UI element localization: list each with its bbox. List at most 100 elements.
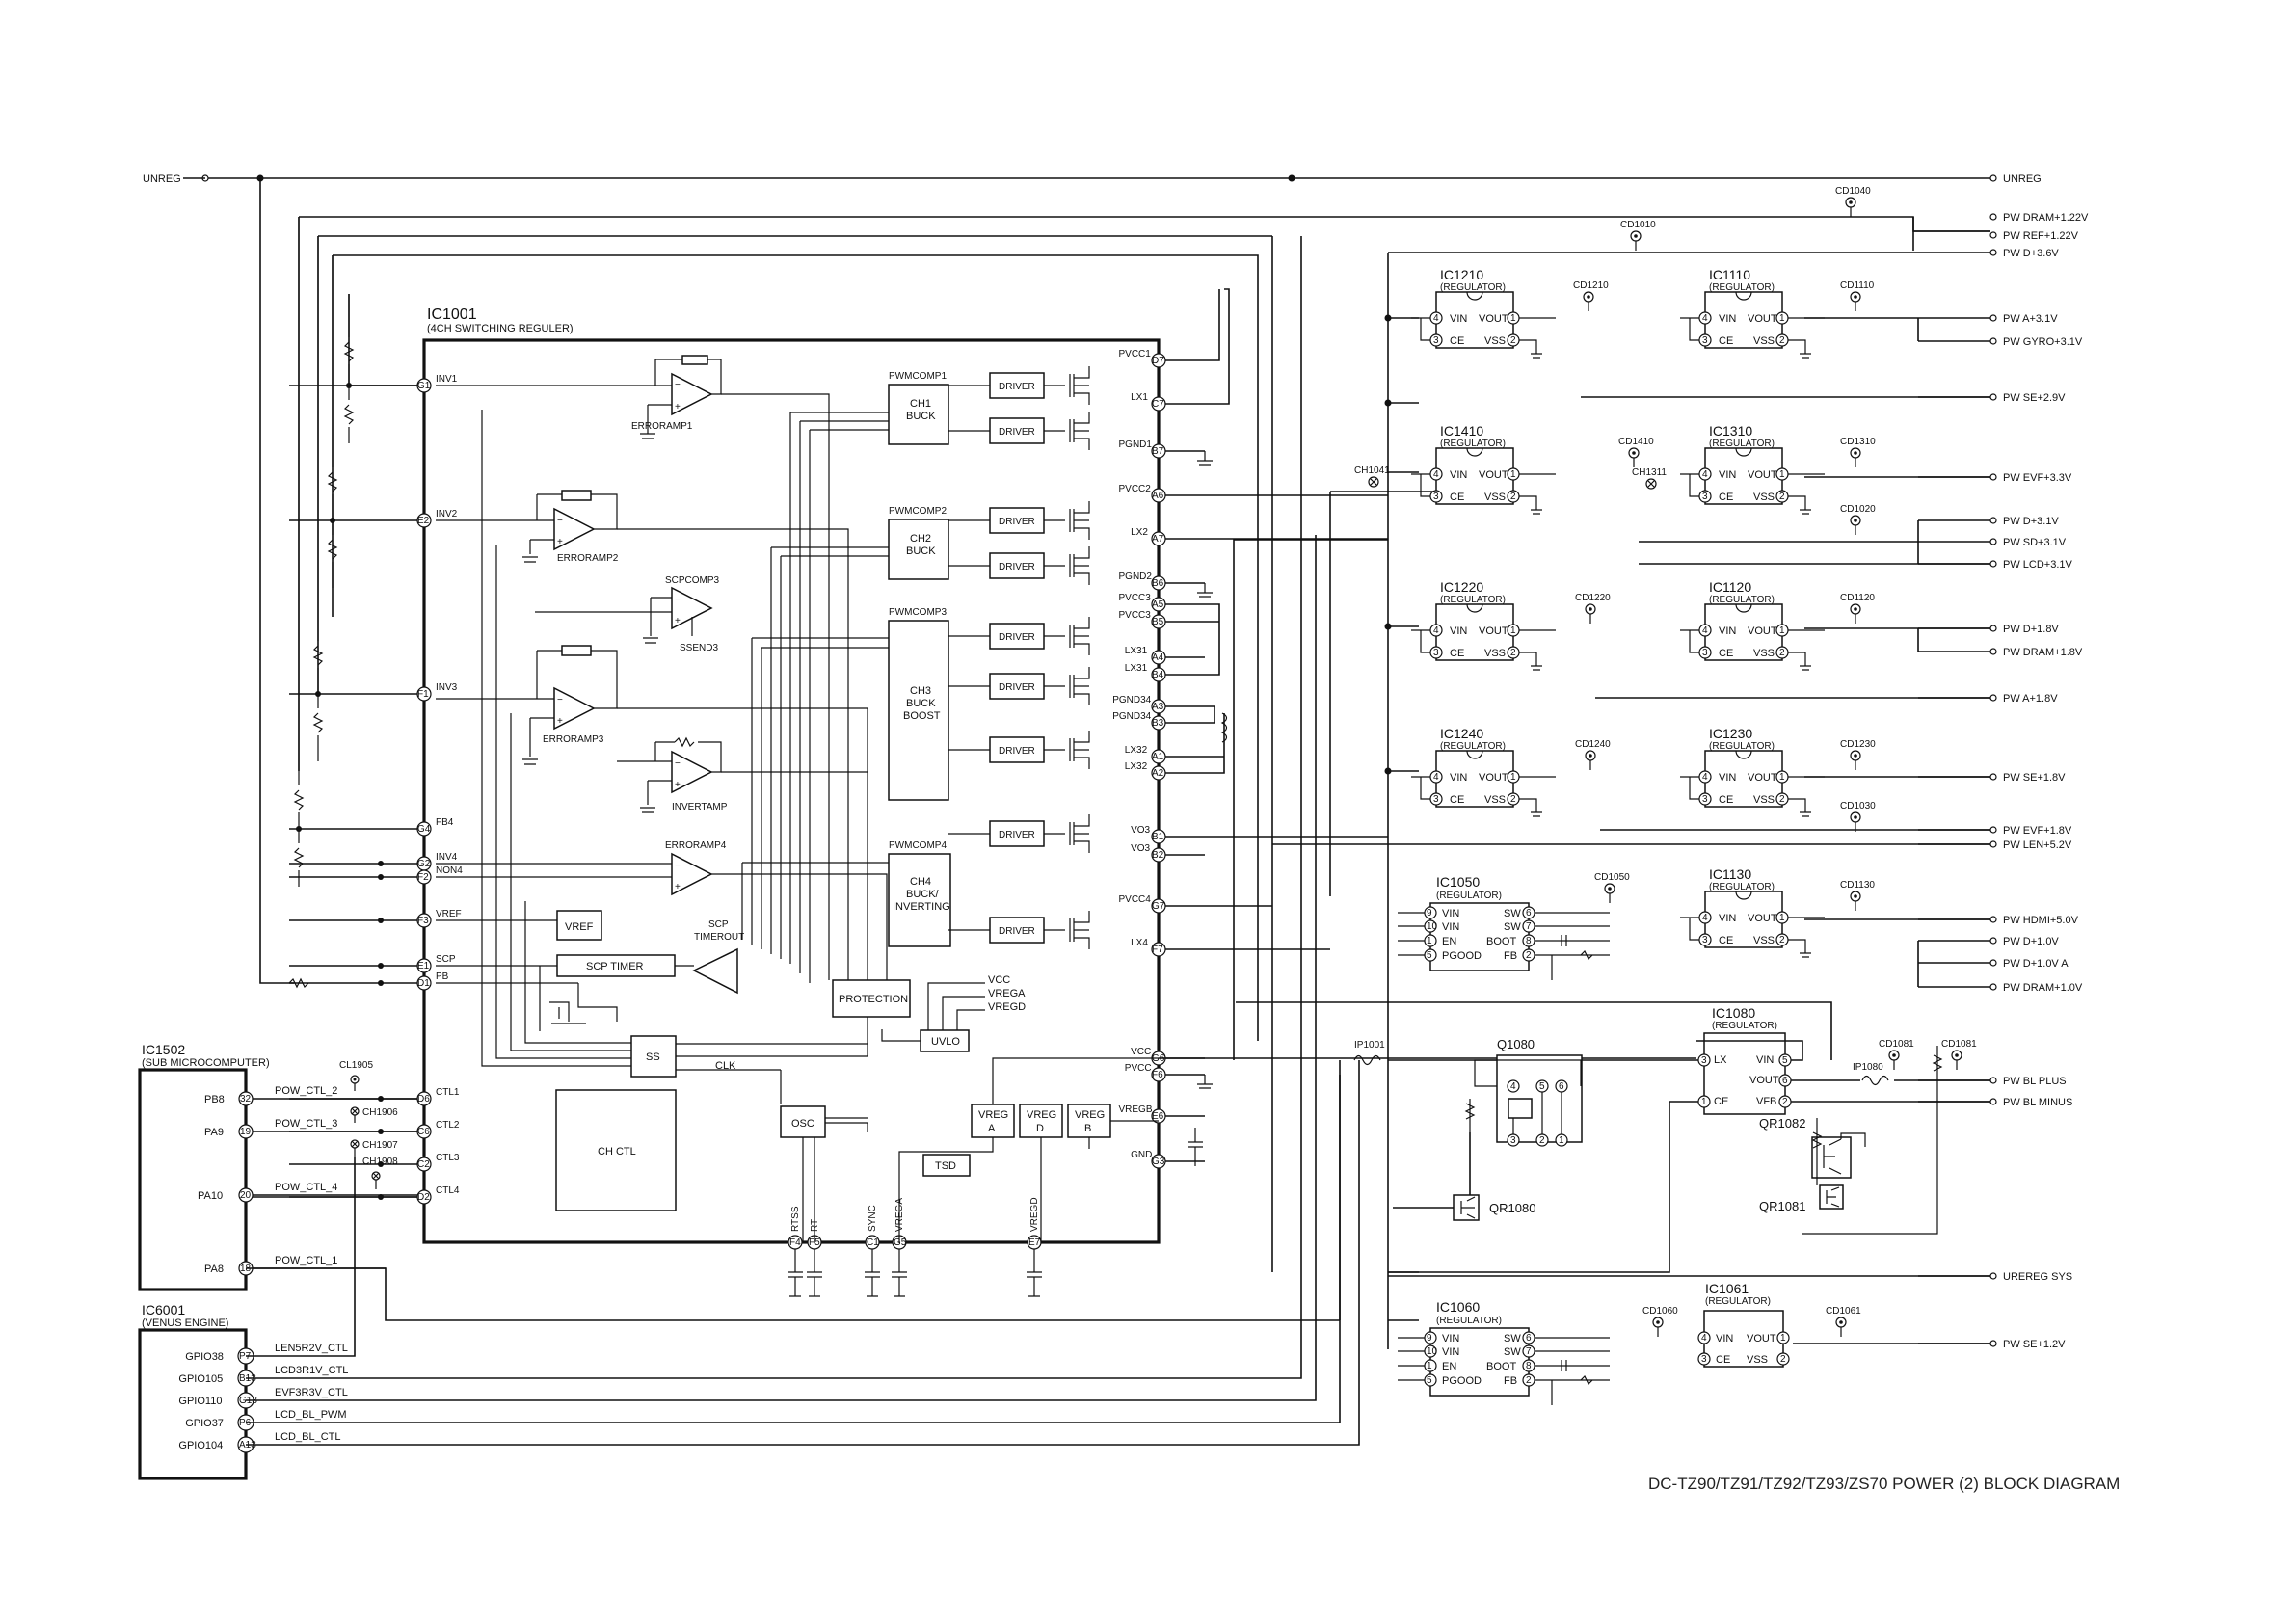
qr1080: QR1080	[1393, 1194, 1535, 1221]
svg-text:−: −	[675, 380, 681, 390]
svg-text:VOUT: VOUT	[1749, 1075, 1779, 1086]
ic1001-pin-id: D2	[417, 1192, 430, 1203]
svg-text:CH4: CH4	[910, 876, 931, 888]
svg-text:VOUT: VOUT	[1479, 469, 1508, 481]
testpoint-label: CD1220	[1575, 593, 1611, 603]
ic1001-signal-label: CTL3	[436, 1153, 460, 1163]
svg-text:VIN: VIN	[1719, 625, 1736, 637]
erroramp1: −+ ERRORAMP1	[436, 355, 722, 439]
svg-text:VIN: VIN	[1450, 313, 1467, 325]
svg-text:ERRORAMP1: ERRORAMP1	[631, 421, 693, 432]
svg-text:VREG: VREG	[978, 1109, 1008, 1121]
svg-text:4: 4	[1702, 625, 1708, 636]
ic1502-pin: 19	[240, 1127, 252, 1137]
svg-text:6: 6	[1526, 1333, 1532, 1344]
driver-label: DRIVER	[999, 632, 1035, 643]
ic1061-name: IC1061	[1705, 1281, 1749, 1296]
svg-text:CH1907: CH1907	[362, 1140, 398, 1151]
svg-text:3: 3	[1702, 935, 1708, 945]
svg-text:2: 2	[1510, 794, 1516, 805]
ic1001-pin-id: B2	[1152, 850, 1164, 861]
scpcomp3: −+ SCPCOMP3 SSEND3	[535, 575, 720, 653]
svg-text:2: 2	[1779, 648, 1785, 658]
ic1001-signal-label: PVCC2	[1119, 484, 1152, 494]
erroramp4: −+ ERRORAMP4	[436, 840, 752, 896]
regulator-name: IC1210	[1440, 267, 1483, 282]
testpoint-label: CD1020	[1840, 504, 1876, 515]
output-rail-label: PW BL MINUS	[2003, 1097, 2072, 1108]
output-rail-label: PW DRAM+1.0V	[2003, 982, 2083, 994]
testpoint-label: CD1230	[1840, 739, 1876, 750]
output-rail-label: PW EVF+1.8V	[2003, 825, 2072, 837]
swreg-name: IC1050	[1436, 874, 1480, 890]
svg-text:VIN: VIN	[1442, 921, 1459, 933]
regulator-box	[1704, 291, 1783, 349]
ic1001-signal-label: INV4	[436, 852, 458, 863]
svg-text:1: 1	[1779, 772, 1785, 783]
svg-text:1: 1	[1427, 936, 1432, 946]
ic1001-signal-label: PVCC1	[1119, 349, 1152, 359]
ic1502-pin: 32	[240, 1094, 252, 1104]
svg-text:INVERTING: INVERTING	[893, 901, 950, 913]
ic1001-pin-id: B7	[1152, 446, 1164, 457]
svg-text:INVERTAMP: INVERTAMP	[672, 802, 728, 812]
ic1001-pin-id: C7	[1152, 399, 1164, 410]
ic1001-pin-id: D6	[417, 1094, 430, 1104]
testpoint-label: CD1310	[1840, 437, 1876, 447]
ic6001-name: IC6001	[142, 1302, 185, 1317]
ic1001-signal-label: VO3	[1131, 825, 1150, 836]
ic1001-signal-label: SCP	[436, 954, 456, 965]
regulator-box	[1704, 891, 1783, 948]
ic1080: IC1080 (REGULATOR) 3 1 5 6 2 LX CE VIN V…	[1388, 1005, 1990, 1273]
ic1001-pin-id: A7	[1152, 534, 1164, 545]
svg-text:PGOOD: PGOOD	[1442, 950, 1482, 962]
svg-text:2: 2	[1782, 1097, 1788, 1107]
svg-text:BUCK: BUCK	[906, 545, 936, 557]
output-rail-label: PW SE+1.2V	[2003, 1339, 2066, 1350]
svg-text:3: 3	[1433, 492, 1439, 502]
svg-text:D: D	[1036, 1123, 1044, 1134]
ic6001-port: GPIO110	[178, 1396, 222, 1407]
svg-text:−: −	[675, 595, 681, 605]
regulator-box	[1435, 750, 1514, 808]
svg-text:3: 3	[1701, 1055, 1707, 1066]
svg-text:VIN: VIN	[1719, 772, 1736, 784]
ic1001-pin-id: C6	[417, 1127, 430, 1137]
ic1001-pin-id: A2	[1152, 768, 1164, 779]
svg-text:1: 1	[1427, 1361, 1432, 1371]
ch4-block: PWMCOMP4 CH4 BUCK/ INVERTING	[888, 840, 951, 947]
testpoint-label: CD1110	[1840, 280, 1875, 291]
regulator-name: IC1110	[1709, 267, 1750, 282]
regulator-name: IC1120	[1709, 579, 1751, 595]
ic1001-signal-label: INV2	[436, 509, 458, 519]
svg-text:9: 9	[1427, 908, 1432, 918]
svg-text:2: 2	[1510, 492, 1516, 502]
testpoint-label: CD1240	[1575, 739, 1611, 750]
ic1001-signal-label: INV3	[436, 682, 458, 693]
ic1001-signal-label: LX32	[1125, 761, 1148, 772]
ic1001-pin-id: A1	[1152, 752, 1164, 762]
svg-text:4: 4	[1702, 913, 1708, 923]
ic1001-pin-id: G1	[417, 381, 431, 391]
svg-text:1: 1	[1701, 1097, 1707, 1107]
svg-text:EN: EN	[1442, 936, 1456, 947]
svg-text:4: 4	[1701, 1333, 1707, 1344]
driver-block	[989, 673, 1045, 700]
svg-text:VOUT: VOUT	[1748, 469, 1777, 481]
output-rail-label: PW SE+1.8V	[2003, 772, 2066, 784]
svg-text:−: −	[675, 758, 681, 769]
testpoint-label: CD1081	[1941, 1039, 1977, 1050]
svg-text:2: 2	[1510, 335, 1516, 346]
ic1001-pin-id: B3	[1152, 718, 1164, 729]
ic1001-signal-label: PVCC	[1125, 1063, 1152, 1074]
driver-label: DRIVER	[999, 517, 1035, 527]
svg-text:SSEND3: SSEND3	[680, 643, 718, 653]
svg-text:4: 4	[1702, 772, 1708, 783]
ic6001-pin: P6	[239, 1418, 252, 1428]
svg-text:TIMEROUT: TIMEROUT	[694, 932, 744, 943]
output-rail-label: PW SD+3.1V	[2003, 537, 2067, 548]
ic6001-port: GPIO38	[185, 1351, 224, 1363]
svg-text:PWMCOMP3: PWMCOMP3	[889, 607, 947, 618]
ic6001-port: GPIO104	[178, 1440, 223, 1451]
svg-text:IP1001: IP1001	[1354, 1040, 1385, 1051]
